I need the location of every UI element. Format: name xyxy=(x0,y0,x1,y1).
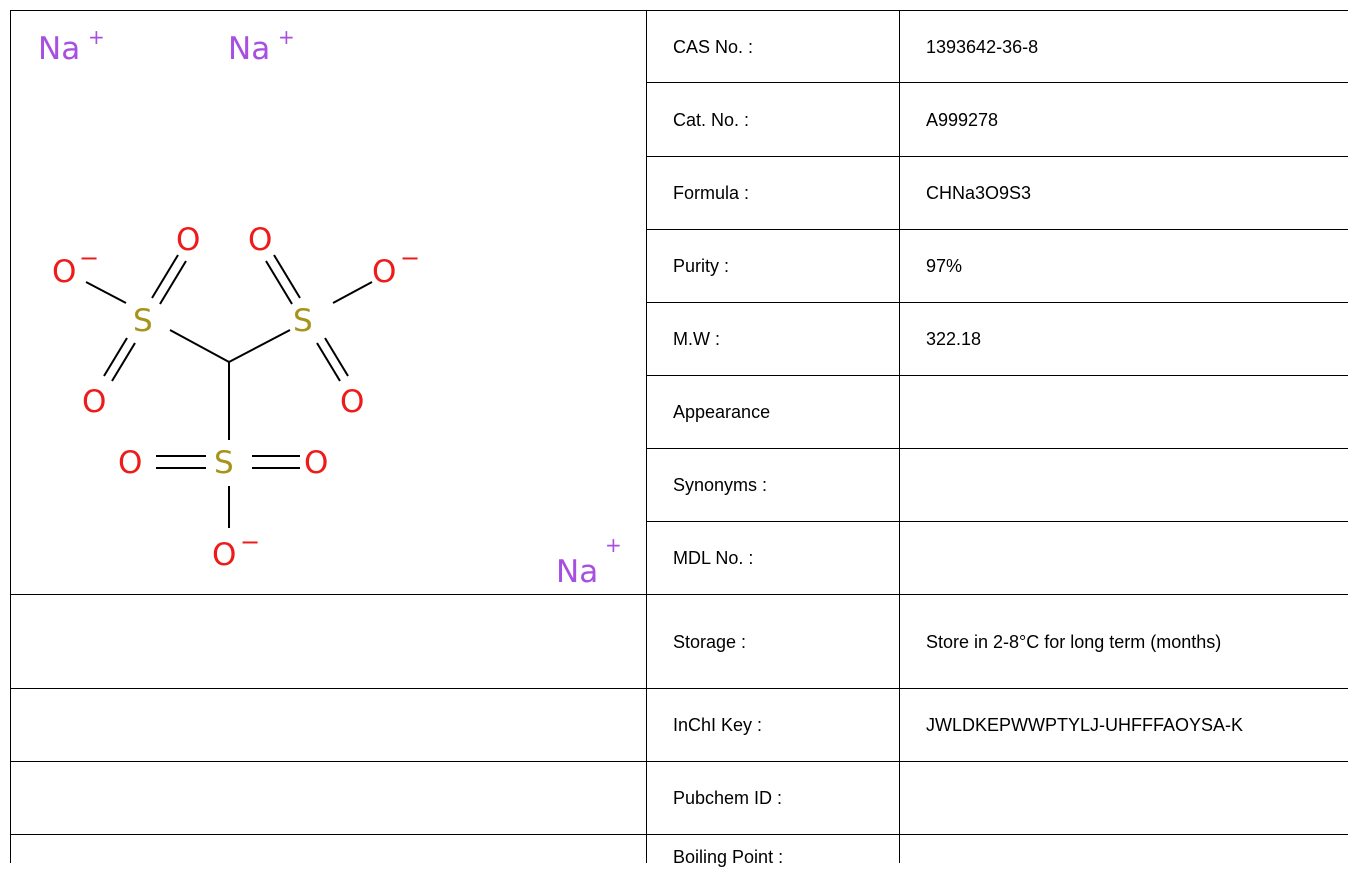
bond-s-o-double-up-b xyxy=(159,260,187,305)
sodium-charge-3: + xyxy=(605,533,622,557)
bond-s-o-left xyxy=(85,281,127,304)
bond-s-o-double-up-a xyxy=(273,254,301,299)
structure-bonds xyxy=(85,254,373,528)
property-value-pubchem xyxy=(900,762,1348,834)
oxygen-atom: O xyxy=(118,445,142,481)
property-label-pubchem: Pubchem ID : xyxy=(673,788,783,808)
property-value-appearance xyxy=(900,376,1348,448)
property-value-mw: 322.18 xyxy=(926,329,982,349)
property-value-inchi: JWLDKEPWWPTYLJ-UHFFFAOYSA-K xyxy=(926,715,1244,735)
bond-s-o-double-down-b xyxy=(111,342,136,382)
property-value-cas: 1393642-36-8 xyxy=(926,36,1039,57)
bond-s-o-double-down-a xyxy=(103,337,128,377)
property-label-storage: Storage : xyxy=(673,631,747,652)
property-value-synonyms xyxy=(900,449,1348,521)
bond-s-o-double-up-a xyxy=(151,254,179,299)
na-symbol: Na xyxy=(38,31,80,67)
sulfur-atom: S xyxy=(214,445,234,481)
structure-drawing: Na + Na + Na + O − O S O O S O − O O xyxy=(38,25,622,590)
row-divider xyxy=(646,448,1348,449)
property-label-cat: Cat. No. : xyxy=(673,109,750,130)
row-divider xyxy=(10,834,1348,835)
oxygen-atom: O xyxy=(52,254,76,290)
property-label-appearance: Appearance xyxy=(673,402,771,422)
property-label-mdl: MDL No. : xyxy=(673,548,754,568)
row-divider xyxy=(10,688,1348,689)
row-divider xyxy=(10,761,1348,762)
property-label-mw: M.W : xyxy=(673,329,720,349)
property-value-storage: Store in 2-8°C for long term (months) xyxy=(926,631,1222,652)
property-label-formula: Formula : xyxy=(673,183,750,203)
oxygen-atom: O xyxy=(212,537,236,573)
sodium-charge-2: + xyxy=(278,25,295,49)
bond-c-s-left xyxy=(169,329,230,363)
property-value-mdl xyxy=(900,522,1348,594)
chemical-structure: Na + Na + Na + O − O S O O S O − O O xyxy=(0,0,646,594)
sodium-ion-2: Na xyxy=(228,31,270,67)
sulfur-atom: S xyxy=(293,303,313,339)
na-symbol: Na xyxy=(556,554,598,590)
row-divider xyxy=(646,156,1348,157)
table-border-left xyxy=(10,10,11,863)
oxygen-atom: O xyxy=(340,384,364,420)
oxygen-atom: O xyxy=(82,384,106,420)
oxygen-charge: − xyxy=(400,244,420,272)
property-label-inchi: InChI Key : xyxy=(673,715,763,735)
oxygen-atom: O xyxy=(304,445,328,481)
property-label-boiling-point: Boiling Point : xyxy=(673,847,784,867)
oxygen-atom: O xyxy=(176,222,200,258)
bond-s-o-right xyxy=(332,281,373,304)
column-divider xyxy=(646,10,647,863)
column-divider xyxy=(899,10,900,863)
sodium-charge-1: + xyxy=(88,25,105,49)
property-value-formula: CHNa3O9S3 xyxy=(926,183,1032,203)
oxygen-charge: − xyxy=(79,244,99,272)
sulfur-atom: S xyxy=(133,303,153,339)
row-divider xyxy=(10,594,1348,595)
row-divider xyxy=(646,82,1348,83)
oxygen-charge: − xyxy=(240,528,260,556)
property-label-purity: Purity : xyxy=(673,256,730,276)
row-divider xyxy=(646,229,1348,230)
property-label-synonyms: Synonyms : xyxy=(673,475,768,495)
bond-s-o-double-up-b xyxy=(265,260,293,305)
oxygen-atom: O xyxy=(372,254,396,290)
bond-c-s-right xyxy=(228,329,291,363)
table-border-top xyxy=(10,10,1348,11)
row-divider xyxy=(646,302,1348,303)
sodium-ion-3: Na xyxy=(556,554,598,590)
property-label-cas: CAS No. : xyxy=(673,36,754,57)
bond-s-o-double-down-b xyxy=(316,342,341,382)
property-value-boiling-point xyxy=(900,835,1348,863)
row-divider xyxy=(646,521,1348,522)
row-divider xyxy=(646,375,1348,376)
oxygen-atom: O xyxy=(248,222,272,258)
property-value-purity: 97% xyxy=(926,256,963,276)
na-symbol: Na xyxy=(228,31,270,67)
sodium-ion-1: Na xyxy=(38,31,80,67)
bond-s-o-double-down-a xyxy=(324,337,349,377)
property-value-cat: A999278 xyxy=(926,109,999,130)
